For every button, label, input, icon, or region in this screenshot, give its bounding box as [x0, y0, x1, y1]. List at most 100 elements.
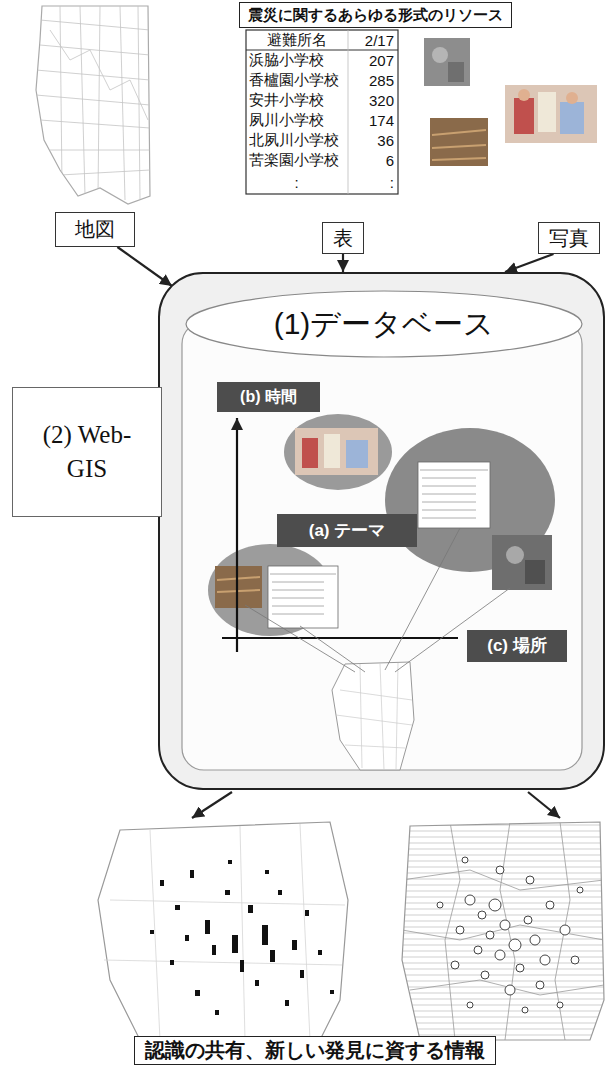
table-text: :: [390, 174, 394, 191]
source-map: [36, 6, 150, 204]
theme-clusters: [295, 428, 378, 475]
source-photos: [432, 47, 448, 63]
source-label: 表: [333, 226, 353, 251]
database-container-fill: [182, 322, 582, 770]
output-map-dots: [150, 860, 334, 1015]
output-map-dots: [228, 860, 232, 864]
title-frame: 震災に関するあらゆる形式のリソース: [239, 2, 512, 28]
table-cell: 夙川小学校: [246, 110, 348, 130]
output-map-dots: [265, 870, 269, 874]
output-map-dots: [232, 935, 238, 953]
output-map-dots: [248, 905, 253, 913]
output-map-areas: [546, 901, 554, 909]
output-map-areas: [402, 870, 604, 995]
output-map-areas: [540, 955, 550, 965]
output-map-dots: [185, 935, 189, 941]
source-photos: [448, 62, 464, 82]
output-map-dots: [305, 910, 309, 916]
theme-clusters: [268, 566, 338, 628]
table-text: 北夙川小学校: [249, 131, 339, 150]
table-text: 285: [369, 72, 394, 89]
output-map-areas: [522, 1007, 528, 1013]
output-map-dots: [330, 990, 334, 994]
output-map-dots: [160, 880, 164, 886]
output-map-dots: [150, 930, 154, 934]
theme-clusters: [215, 566, 262, 608]
source-photos: [432, 130, 486, 160]
webgis-label: (2) Web-GIS: [32, 418, 142, 486]
output-arrows: [528, 792, 560, 818]
output-map-dots: [190, 870, 194, 878]
caption-frame: 認識の共有、新しい発見に資する情報: [134, 1036, 496, 1065]
place-map: [385, 528, 460, 670]
caption-text: 認識の共有、新しい発見に資する情報: [145, 1038, 485, 1063]
table-text: 安井小学校: [249, 91, 324, 110]
output-map-dots: [300, 970, 304, 978]
table-cell: 174: [348, 110, 398, 130]
output-map-areas: [489, 899, 501, 911]
source-photos: [538, 92, 556, 132]
output-map-areas: [451, 961, 459, 969]
concept-label: (b) 時間: [240, 387, 297, 407]
output-map-dots: [278, 890, 282, 895]
theme-clusters: [418, 462, 490, 528]
place-map: [245, 605, 355, 672]
source-photos: [514, 98, 534, 134]
output-map-areas: [437, 857, 583, 1013]
concept-label: (c) 場所: [487, 635, 547, 656]
table-cell: 香櫨園小学校: [246, 70, 348, 90]
output-map-areas: [496, 866, 504, 874]
source-photos: [518, 89, 530, 101]
output-map-areas: [505, 985, 515, 995]
output-map-dots: [270, 950, 275, 962]
table-text: 36: [377, 132, 394, 149]
source-table: [348, 30, 349, 194]
table-text: 207: [369, 52, 394, 69]
table-cell: 浜脇小学校: [246, 50, 348, 70]
time-place-axes: [222, 418, 458, 652]
table-cell: 36: [348, 130, 398, 150]
table-text: 夙川小学校: [249, 111, 324, 130]
output-map-dots: [170, 960, 174, 965]
theme-clusters: [525, 560, 545, 584]
source-label-box: 表: [322, 222, 364, 254]
output-map-areas: [516, 964, 524, 972]
output-map-dots: [195, 990, 200, 996]
theme-clusters: [302, 438, 318, 468]
theme-clusters: [324, 434, 340, 468]
theme-clusters: [217, 577, 260, 592]
theme-clusters: [284, 414, 392, 490]
place-map: [336, 663, 412, 770]
database-ellipse: (1)データベース: [184, 290, 584, 358]
output-map-areas: [495, 950, 505, 960]
title-text: 震災に関するあらゆる形式のリソース: [248, 5, 503, 25]
theme-label: (a) テーマ: [277, 514, 417, 547]
source-table: [246, 30, 398, 194]
source-map: [36, 6, 150, 204]
source-photos: [424, 38, 470, 86]
output-map-dots: [318, 950, 322, 955]
source-table: [246, 30, 398, 194]
table-cell: 285: [348, 70, 398, 90]
output-map-areas: [456, 926, 464, 934]
table-text: 320: [369, 92, 394, 109]
output-map-areas: [402, 822, 604, 1040]
source-map: [36, 20, 150, 175]
connector-arrow: [342, 254, 344, 272]
source-label-box: 地図: [55, 212, 135, 247]
output-map-areas: [465, 895, 475, 905]
output-map-areas: [478, 911, 486, 919]
output-map-areas: [474, 946, 482, 954]
output-map-areas: [462, 857, 468, 863]
output-map-areas: [577, 887, 583, 893]
source-photos: [560, 102, 584, 134]
theme-clusters: [492, 535, 552, 590]
webgis-container: (2) Web-GIS(1)データベース(b) 時間(a) テーマ(c) 場所: [158, 272, 605, 790]
output-map-dots: [212, 945, 216, 955]
table-cell: 320: [348, 90, 398, 110]
table-cell: :: [348, 172, 398, 192]
output-map-areas: [481, 971, 489, 979]
table-text: 苦楽園小学校: [249, 151, 339, 170]
database-label: (1)データベース: [274, 306, 495, 342]
